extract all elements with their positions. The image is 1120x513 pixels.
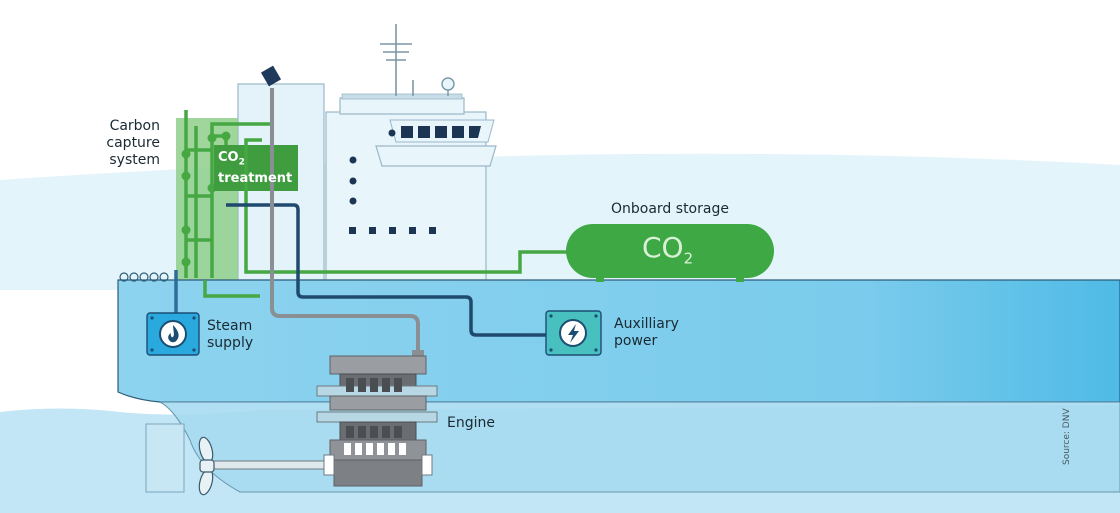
co2-subscript: 2 bbox=[238, 157, 245, 168]
window bbox=[409, 227, 416, 234]
tank-co2-subscript: 2 bbox=[683, 249, 694, 268]
navy-pipe-aux bbox=[226, 203, 548, 337]
propeller bbox=[198, 436, 215, 496]
propeller-shaft bbox=[211, 460, 329, 470]
flame-icon bbox=[168, 325, 179, 343]
radar-dome bbox=[441, 77, 455, 91]
auxiliary-power-label: Auxilliary power bbox=[614, 316, 679, 350]
engine bbox=[316, 355, 438, 487]
green-pipe-storage bbox=[203, 138, 570, 298]
steam-supply-unit bbox=[146, 312, 200, 356]
funnel-cap bbox=[260, 65, 282, 87]
source-credit: Source: DNV bbox=[1062, 408, 1072, 465]
carbon-capture-pipes bbox=[184, 110, 272, 278]
window bbox=[369, 227, 376, 234]
sky-band bbox=[0, 153, 1120, 290]
co2-text: CO bbox=[218, 150, 239, 165]
window bbox=[435, 126, 447, 138]
bridge-railing bbox=[341, 93, 463, 100]
tank-co2-text: CO bbox=[642, 231, 684, 264]
tank-leg bbox=[596, 276, 604, 282]
porthole bbox=[349, 197, 357, 205]
bridge-top bbox=[339, 97, 465, 115]
exhaust-flange bbox=[412, 350, 424, 356]
window bbox=[469, 126, 481, 138]
stern-post bbox=[145, 423, 185, 493]
label-line: capture bbox=[106, 135, 160, 151]
label-line: Carbon bbox=[109, 118, 160, 134]
co2-treatment-label: CO2 treatment bbox=[218, 150, 292, 187]
engine-label: Engine bbox=[447, 415, 495, 431]
window bbox=[349, 227, 356, 234]
window bbox=[429, 227, 436, 234]
onboard-storage-label: Onboard storage bbox=[611, 201, 729, 217]
window bbox=[418, 126, 430, 138]
co2-treatment-box bbox=[214, 145, 298, 191]
bridge-wing bbox=[375, 145, 497, 167]
hull-lower bbox=[159, 401, 1120, 493]
auxiliary-power-unit bbox=[545, 310, 602, 356]
steam-supply-label: Steam supply bbox=[207, 318, 253, 352]
deck-coils bbox=[119, 272, 169, 282]
tank-leg bbox=[736, 276, 744, 282]
porthole bbox=[349, 177, 357, 185]
porthole bbox=[388, 129, 396, 137]
mast bbox=[380, 24, 414, 96]
window bbox=[401, 126, 413, 138]
carbon-capture-label: Carbon capture system bbox=[98, 118, 160, 169]
co2-storage-tank bbox=[566, 224, 774, 278]
label-line: system bbox=[109, 152, 160, 168]
label-line: supply bbox=[207, 335, 254, 351]
label-line: power bbox=[614, 333, 658, 349]
treatment-text: treatment bbox=[218, 170, 293, 186]
porthole bbox=[349, 156, 357, 164]
label-line: Auxilliary bbox=[614, 316, 679, 332]
label-line: Steam bbox=[207, 318, 253, 334]
tank-co2-label: CO2 bbox=[642, 232, 693, 275]
grey-exhaust-pipe bbox=[270, 88, 420, 352]
lightning-icon bbox=[568, 324, 579, 343]
window bbox=[452, 126, 464, 138]
window bbox=[389, 227, 396, 234]
